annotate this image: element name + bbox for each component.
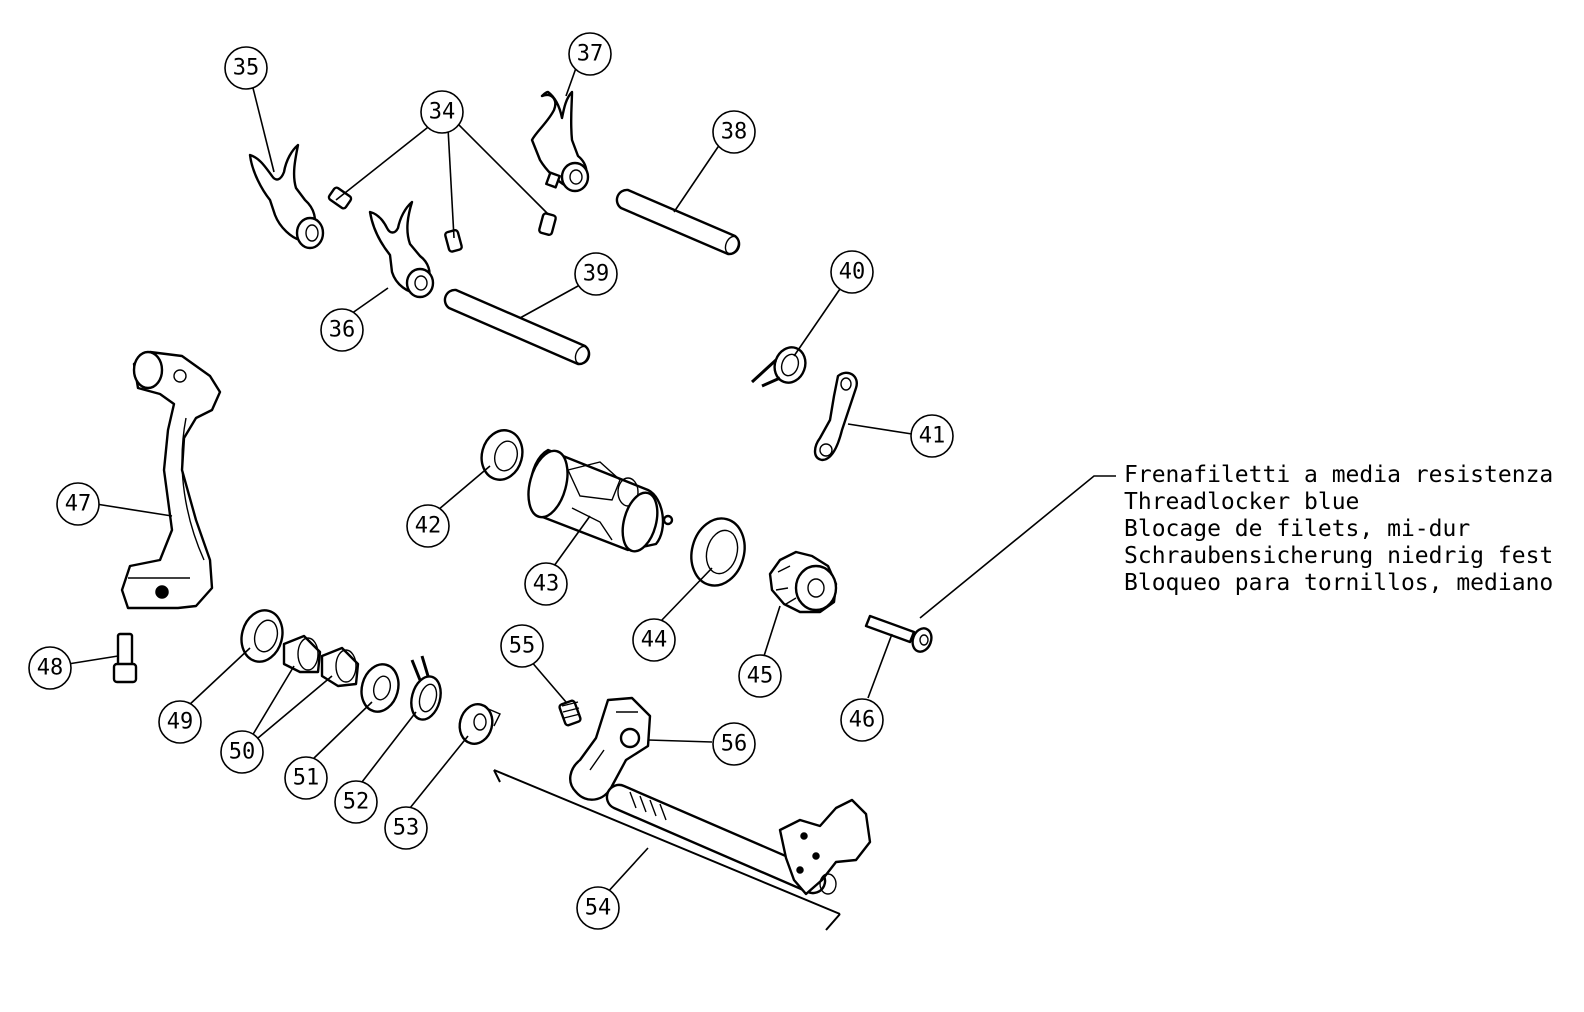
svg-text:35: 35 [233,56,260,81]
callout-39: 39 [574,252,618,296]
svg-text:49: 49 [167,710,194,735]
callout-54: 54 [576,886,620,930]
leader-lines [67,67,1116,895]
part-48-screw [112,632,138,684]
note-line-fr: Blocage de filets, mi-dur [1124,516,1470,542]
part-49-bearing [240,609,284,663]
svg-text:40: 40 [839,260,866,285]
callout-52: 52 [334,780,378,824]
part-36-shift-fork [368,200,435,299]
part-34-pins [327,186,557,253]
svg-text:39: 39 [583,262,610,287]
svg-text:37: 37 [577,42,604,67]
callout-44: 44 [632,618,676,662]
part-37-shift-fork [530,90,590,193]
callout-47: 47 [56,482,100,526]
svg-text:38: 38 [721,120,748,145]
note-line-it: Frenafiletti a media resistenza [1124,462,1553,488]
svg-text:53: 53 [393,816,420,841]
callout-34: 34 [420,90,464,134]
callout-46: 46 [840,698,884,742]
part-52-spring [410,655,442,721]
note-line-de: Schraubensicherung niedrig fest [1124,543,1553,569]
svg-text:45: 45 [747,664,774,689]
svg-text:44: 44 [641,628,668,653]
svg-text:42: 42 [415,514,442,539]
svg-text:55: 55 [509,634,536,659]
callout-38: 38 [712,110,756,154]
callout-53: 53 [384,806,428,850]
part-51-washer [360,663,400,713]
callout-42: 42 [406,504,450,548]
callout-50: 50 [220,730,264,774]
callout-40: 40 [830,250,874,294]
svg-text:47: 47 [65,492,92,517]
part-55-spring [558,699,582,727]
svg-text:41: 41 [919,424,946,449]
callout-51: 51 [284,756,328,800]
callout-56: 56 [712,722,756,766]
part-39-shift-rod [443,288,591,366]
callout-43: 43 [524,562,568,606]
callout-36: 36 [320,308,364,352]
svg-text:50: 50 [229,740,256,765]
svg-text:48: 48 [37,656,64,681]
part-43-shift-drum [527,448,674,553]
callout-49: 49 [158,700,202,744]
part-41-lever [813,371,858,462]
note-line-en: Threadlocker blue [1124,489,1359,515]
part-40-spring [750,346,807,388]
part-42-bearing [480,429,524,481]
part-35-shift-fork [248,143,325,250]
callout-41: 41 [910,414,954,458]
part-50-bushings [282,634,360,688]
svg-text:52: 52 [343,790,370,815]
svg-text:43: 43 [533,572,560,597]
part-46-bolt [864,614,933,653]
svg-text:54: 54 [585,896,612,921]
note-line-es: Bloqueo para tornillos, mediano [1124,570,1553,596]
part-56-guide-plate [569,696,652,801]
part-47-gear-shift-lever [120,350,222,610]
callout-55: 55 [500,624,544,668]
part-38-shift-rod [615,188,741,256]
callout-37: 37 [568,32,612,76]
part-53-clip [458,703,501,745]
callout-35: 35 [224,46,268,90]
svg-text:36: 36 [329,318,356,343]
callout-45: 45 [738,654,782,698]
threadlocker-note: Frenafiletti a media resistenza Threadlo… [1124,462,1553,596]
callout-48: 48 [28,646,72,690]
svg-text:46: 46 [849,708,876,733]
part-54-shift-shaft [493,769,872,931]
svg-text:34: 34 [429,100,456,125]
part-44-bearing [690,517,746,587]
svg-text:56: 56 [721,732,748,757]
svg-text:51: 51 [293,766,320,791]
part-45-star-cam [768,550,838,614]
